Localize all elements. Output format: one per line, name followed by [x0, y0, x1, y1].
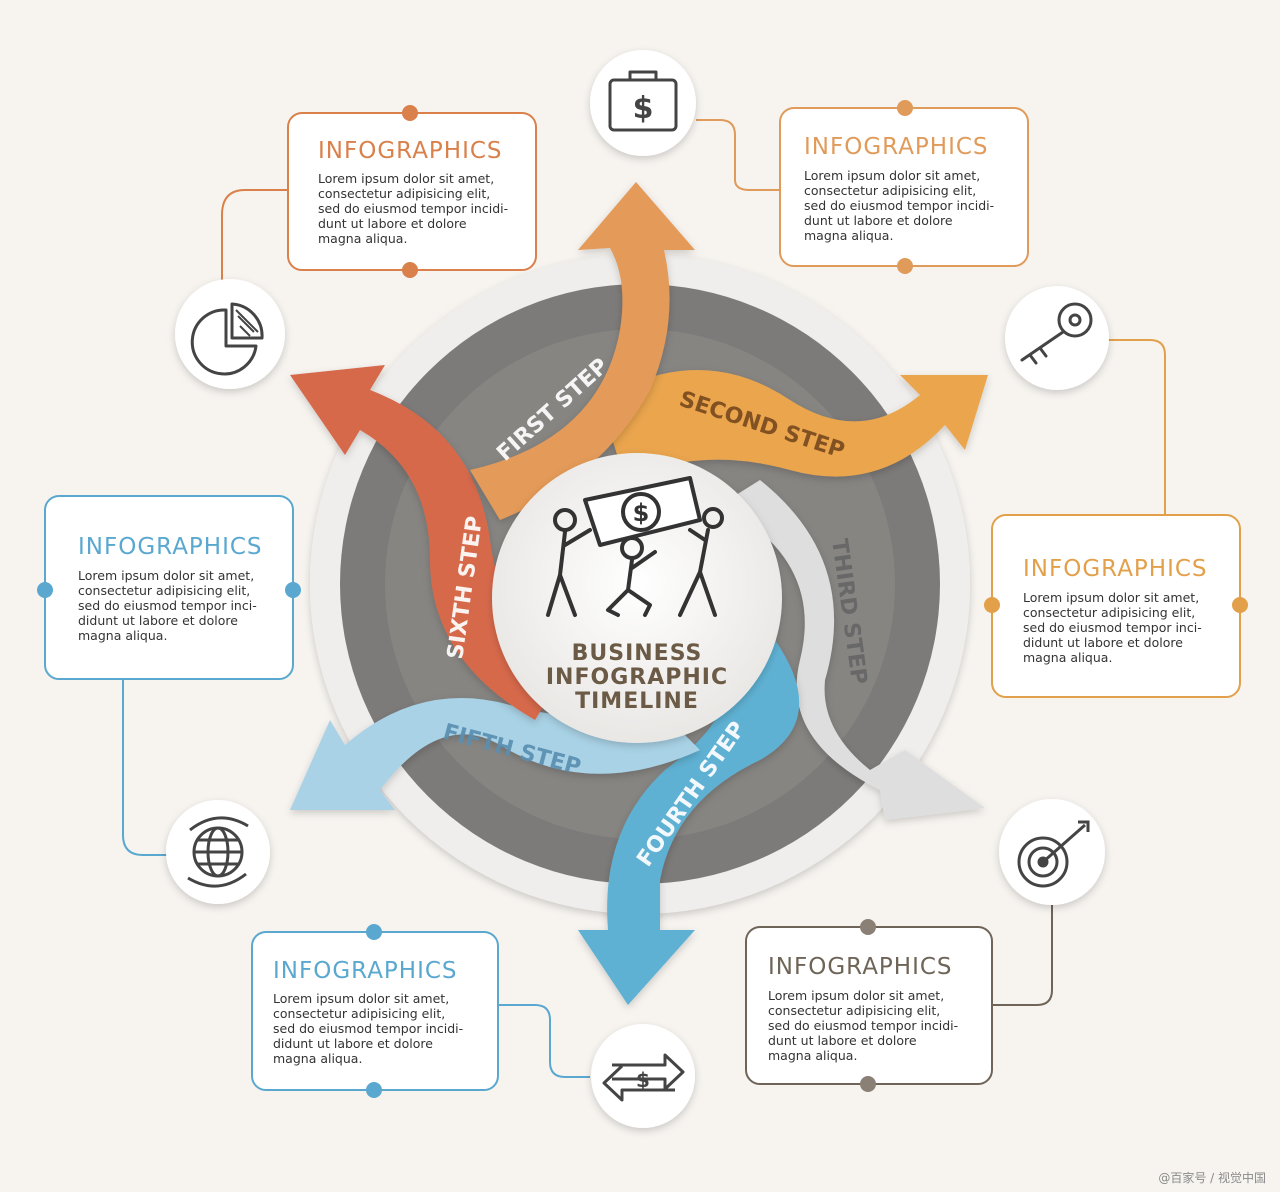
pie-chart-icon — [175, 279, 285, 389]
box-text-line: magna aliqua. — [273, 1051, 362, 1066]
box-text-line: magna aliqua. — [768, 1048, 857, 1063]
box-text-line: sed do eiusmod tempor incidi- — [273, 1021, 463, 1036]
box-text-line: dunt ut labore et dolore — [318, 216, 467, 231]
center-title-line-1: BUSINESS — [572, 641, 703, 666]
center-title-line-3: TIMELINE — [575, 689, 699, 714]
globe-icon — [166, 800, 270, 904]
arrow-sixth-step — [290, 365, 560, 720]
box-title: INFOGRAPHICS — [1023, 556, 1208, 582]
box-text-line: didunt ut labore et dolore — [78, 613, 238, 628]
info-box-right: INFOGRAPHICS Lorem ipsum dolor sit amet,… — [984, 514, 1248, 698]
box-text-line: sed do eiusmod tempor incidi- — [804, 198, 994, 213]
arrow-fourth-step — [578, 640, 800, 1005]
target-arrow-icon — [999, 799, 1105, 905]
box-text-line: sed do eiusmod tempor incidi- — [768, 1018, 958, 1033]
briefcase-dollar-icon: $ — [590, 50, 696, 156]
svg-text:$: $ — [636, 1068, 650, 1092]
box-text-line: dunt ut labore et dolore — [804, 213, 953, 228]
box-text-line: magna aliqua. — [78, 628, 167, 643]
box-text-line: Lorem ipsum dolor sit amet, — [804, 168, 980, 183]
connectors — [122, 119, 1166, 1078]
box-text-line: Lorem ipsum dolor sit amet, — [768, 988, 944, 1003]
key-icon — [1005, 286, 1109, 390]
box-text-line: consectetur adipisicing elit, — [273, 1006, 445, 1021]
box-text-line: consectetur adipisicing elit, — [804, 183, 976, 198]
svg-text:$: $ — [633, 91, 654, 126]
business-people-carrying-money-icon: $ — [546, 476, 724, 617]
svg-text:$: $ — [633, 499, 650, 527]
box-text-line: didunt ut labore et dolore — [273, 1036, 433, 1051]
info-box-top-left: INFOGRAPHICS Lorem ipsum dolor sit amet,… — [287, 105, 537, 278]
box-text-line: magna aliqua. — [804, 228, 893, 243]
box-text-line: sed do eiusmod tempor incidi- — [318, 201, 508, 216]
box-text-line: sed do eiusmod tempor inci- — [1023, 620, 1202, 635]
box-text-line: Lorem ipsum dolor sit amet, — [1023, 590, 1199, 605]
box-title: INFOGRAPHICS — [78, 534, 263, 560]
box-text-line: sed do eiusmod tempor inci- — [78, 598, 257, 613]
box-text-line: consectetur adipisicing elit, — [768, 1003, 940, 1018]
info-box-left: INFOGRAPHICS Lorem ipsum dolor sit amet,… — [37, 495, 301, 680]
money-exchange-icon: $ — [591, 1024, 695, 1128]
box-text-line: magna aliqua. — [318, 231, 407, 246]
info-box-top-right: INFOGRAPHICS Lorem ipsum dolor sit amet,… — [779, 100, 1029, 274]
box-text-line: Lorem ipsum dolor sit amet, — [78, 568, 254, 583]
box-title: INFOGRAPHICS — [318, 138, 503, 164]
footer-watermark: @百家号 / 视觉中国 — [1158, 1171, 1266, 1185]
box-text-line: magna aliqua. — [1023, 650, 1112, 665]
arrow-first-step — [470, 182, 695, 520]
box-title: INFOGRAPHICS — [273, 958, 458, 984]
box-text-line: dunt ut labore et dolore — [768, 1033, 917, 1048]
arrow-second-step — [600, 370, 988, 480]
box-text-line: consectetur adipisicing elit, — [1023, 605, 1195, 620]
box-text-line: Lorem ipsum dolor sit amet, — [273, 991, 449, 1006]
box-text-line: consectetur adipisicing elit, — [318, 186, 490, 201]
center-title-line-2: INFOGRAPHIC — [546, 665, 728, 690]
box-text-line: didunt ut labore et dolore — [1023, 635, 1183, 650]
info-box-bottom: INFOGRAPHICS Lorem ipsum dolor sit amet,… — [251, 924, 499, 1098]
box-title: INFOGRAPHICS — [768, 954, 953, 980]
box-text-line: consectetur adipisicing elit, — [78, 583, 250, 598]
box-title: INFOGRAPHICS — [804, 134, 989, 160]
info-box-bottom-right: INFOGRAPHICS Lorem ipsum dolor sit amet,… — [745, 919, 993, 1092]
box-text-line: Lorem ipsum dolor sit amet, — [318, 171, 494, 186]
